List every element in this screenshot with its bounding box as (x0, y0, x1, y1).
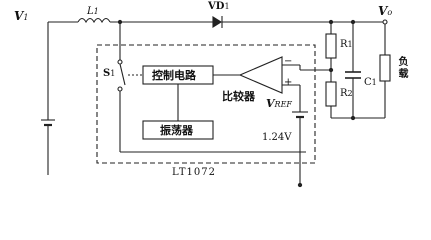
label-ref-voltage: 1.24V (262, 132, 292, 143)
label-vref: VREF (266, 97, 292, 110)
label-r1: R1 (340, 39, 353, 50)
resistor-r1 (325, 33, 337, 59)
label-plus: + (284, 77, 293, 88)
switch-blade (119, 63, 126, 86)
circuit-diagram: V1 L1 VD1 Vo S1 R1 R2 C1 负载 控制电路 振荡器 比较器… (14, 1, 407, 188)
load-resistor (379, 54, 391, 82)
label-s1: S1 (103, 68, 116, 79)
label-vo: Vo (378, 4, 393, 18)
label-oscillator: 振荡器 (160, 124, 193, 137)
label-r2: R2 (340, 88, 353, 99)
label-chip: LT1072 (172, 167, 216, 178)
label-vd1: VD1 (208, 1, 230, 12)
label-comparator: 比较器 (222, 90, 255, 103)
label-v1: V1 (14, 9, 29, 23)
label-control-circuit: 控制电路 (152, 69, 196, 82)
switch-contact-top (117, 59, 123, 65)
label-load: 负载 (396, 56, 407, 80)
ground-node (297, 182, 303, 188)
node-bottom-c (350, 115, 356, 121)
output-terminal (382, 19, 388, 25)
diode-vd1 (212, 16, 223, 28)
resistor-r2 (325, 81, 337, 107)
chip-lt1072-box (96, 44, 316, 164)
comparator-triangle (238, 56, 283, 94)
oscillator-block (142, 120, 214, 140)
inductor-l1 (77, 17, 111, 24)
label-minus: − (284, 56, 293, 67)
label-l1: L1 (87, 6, 99, 17)
schematic-wires (41, 16, 391, 188)
label-c1: C1 (364, 77, 377, 88)
switch-contact-bottom (117, 86, 123, 92)
